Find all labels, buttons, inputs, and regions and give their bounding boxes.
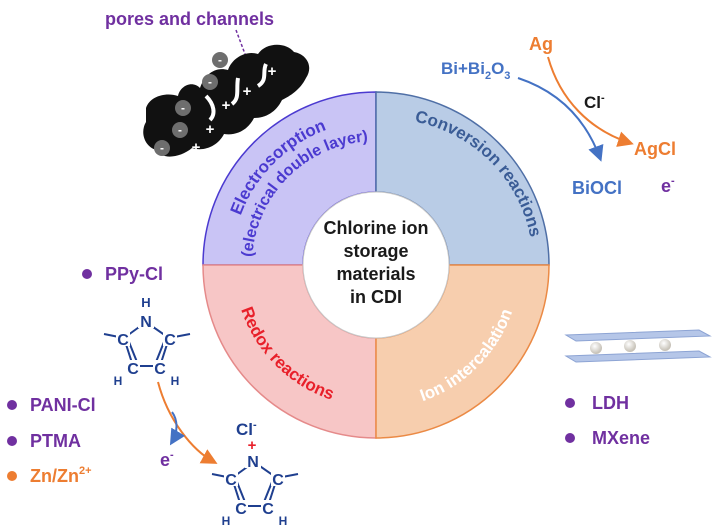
- svg-text:C: C: [235, 501, 247, 518]
- svg-text:C: C: [127, 361, 139, 378]
- redox-electron-label: e-: [160, 449, 174, 470]
- plus-sign: +: [206, 121, 215, 138]
- anion-icon: -: [175, 100, 191, 116]
- svg-text:+: +: [248, 437, 257, 454]
- svg-text:H: H: [114, 374, 123, 388]
- bullet-icon: [7, 436, 17, 446]
- plus-sign: +: [243, 83, 252, 100]
- ppy-label: PPy-Cl: [105, 264, 163, 284]
- svg-text:C: C: [262, 501, 274, 518]
- svg-text:C: C: [117, 332, 129, 349]
- center-title: Chlorine ion storage materials in CDI: [324, 218, 429, 307]
- pore-channel: [230, 77, 240, 106]
- svg-text:C: C: [154, 361, 166, 378]
- ptma-label: PTMA: [30, 431, 81, 451]
- svg-text:C: C: [272, 472, 284, 489]
- svg-text:-: -: [178, 123, 182, 137]
- svg-text:-: -: [160, 141, 164, 155]
- cl-ion-label: Cl-: [584, 92, 605, 112]
- ldh-label: LDH: [592, 393, 629, 413]
- layered-structure-icon: [564, 329, 712, 363]
- center-line-1: Chlorine ion: [324, 218, 429, 238]
- bullet-icon: [7, 400, 17, 410]
- electron-arrow: [169, 411, 186, 446]
- ag-label: Ag: [529, 34, 553, 54]
- svg-text:H: H: [222, 514, 231, 528]
- plus-sign: +: [222, 97, 231, 114]
- redox-cl-label: Cl-: [236, 419, 257, 439]
- oxidized-pyrrole-molecule: N + C C C C H H: [211, 437, 299, 528]
- biocl-label: BiOCl: [572, 178, 622, 198]
- svg-text:H: H: [279, 514, 288, 528]
- svg-text:N: N: [247, 454, 259, 471]
- svg-text:-: -: [208, 75, 212, 89]
- mxene-label: MXene: [592, 428, 650, 448]
- pores-title: pores and channels: [105, 9, 274, 29]
- pore-channel: [204, 94, 216, 122]
- center-circle: [302, 191, 450, 339]
- electron-label: e-: [661, 175, 675, 196]
- bullet-icon: [565, 398, 575, 408]
- bi-label: Bi+Bi2O3: [441, 59, 510, 82]
- svg-text:H: H: [141, 295, 150, 310]
- pani-label: PANI-Cl: [30, 395, 96, 415]
- svg-text:-: -: [181, 101, 185, 115]
- bi-to-biocl-arrow: [517, 77, 604, 162]
- bullet-icon: [565, 433, 575, 443]
- svg-text:C: C: [164, 332, 176, 349]
- bullet-icon: [7, 471, 17, 481]
- plus-sign: +: [268, 63, 277, 80]
- svg-text:-: -: [218, 53, 222, 67]
- anion-icon: -: [202, 74, 218, 90]
- center-line-3: materials: [336, 264, 415, 284]
- svg-text:N: N: [140, 314, 152, 331]
- center-line-4: in CDI: [350, 287, 402, 307]
- ag-to-agcl-arrow: [547, 56, 634, 147]
- anion-icon: -: [172, 122, 188, 138]
- pyrrole-molecule: N H C C C C H H: [103, 295, 191, 388]
- anion-icon: -: [212, 52, 228, 68]
- svg-text:C: C: [225, 472, 237, 489]
- anion-icon: -: [154, 140, 170, 156]
- zn-label: Zn/Zn2+: [30, 465, 92, 486]
- center-line-2: storage: [343, 241, 408, 261]
- agcl-label: AgCl: [634, 139, 676, 159]
- bullet-icon: [82, 269, 92, 279]
- pores-pointer: [235, 29, 249, 63]
- plus-sign: +: [192, 139, 201, 156]
- pore-channel: [256, 63, 268, 88]
- svg-text:H: H: [171, 374, 180, 388]
